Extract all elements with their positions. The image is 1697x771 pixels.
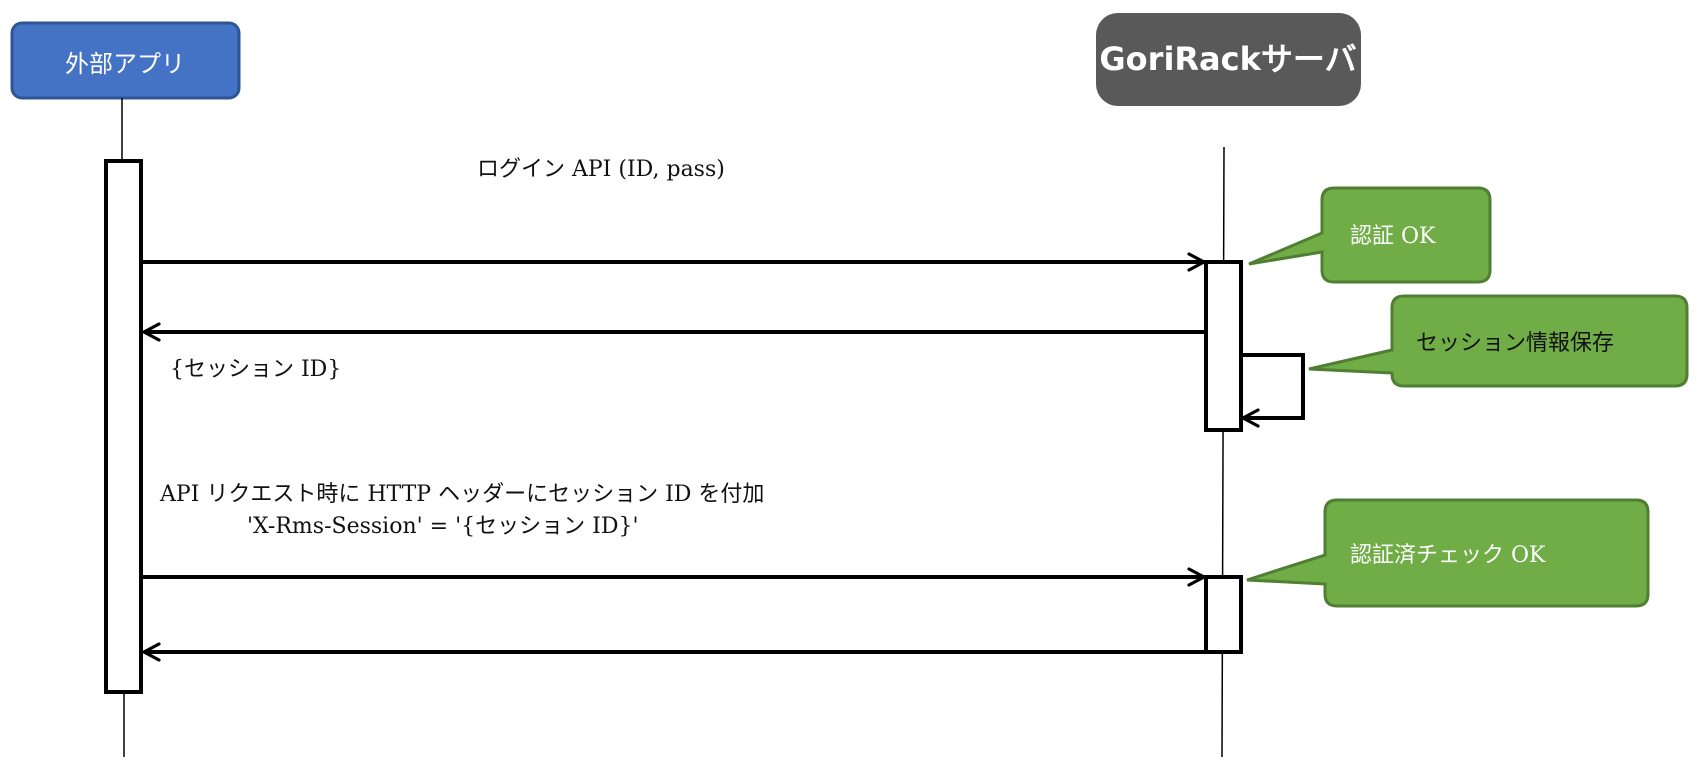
activation-server-login (1204, 260, 1243, 432)
callout-auth-ok-shape (1248, 186, 1492, 284)
callout-auth-check-ok: 認証済チェック OK (1246, 498, 1650, 608)
lifeline-gorirack-server (1221, 146, 1225, 758)
callout-auth-check-ok-shape (1246, 498, 1650, 608)
message-login-request-label: ログイン API (ID, pass) (477, 157, 725, 182)
arrow-self-save-session (1241, 353, 1305, 428)
actor-gorirack-server-box (1096, 13, 1361, 106)
message-api-request-label-line2: 'X-Rms-Session' = '{セッション ID}' (247, 514, 639, 539)
message-api-request-label-line1: API リクエスト時に HTTP ヘッダーにセッション ID を付加 (159, 482, 764, 507)
actor-gorirack-server: GoriRackサーバ (1096, 13, 1361, 106)
callout-auth-ok-label: 認証 OK (1350, 224, 1436, 249)
actor-gorirack-server-label: GoriRackサーバ (1099, 40, 1356, 78)
callout-save-session: セッション情報保存 (1308, 294, 1689, 388)
callout-save-session-shape (1308, 294, 1689, 388)
actor-external-app-label: 外部アプリ (65, 50, 185, 78)
activation-server-api (1204, 575, 1243, 654)
actor-external-app: 外部アプリ (10, 21, 241, 100)
message-session-response-label: {セッション ID} (170, 357, 341, 382)
activation-external-app (104, 159, 143, 694)
callout-auth-check-ok-label: 認証済チェック OK (1350, 543, 1546, 568)
callout-save-session-label: セッション情報保存 (1416, 331, 1614, 356)
actor-external-app-box (10, 21, 241, 100)
callout-auth-ok: 認証 OK (1248, 186, 1492, 284)
